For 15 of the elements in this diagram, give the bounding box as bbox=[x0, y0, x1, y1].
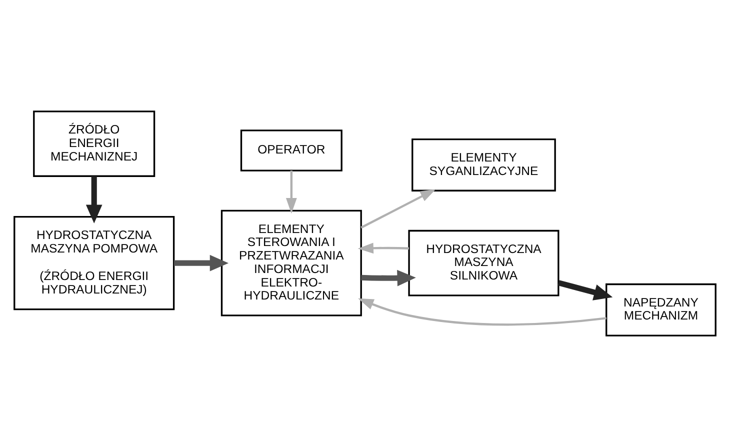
arrow bbox=[360, 189, 436, 229]
arrow bbox=[285, 170, 296, 214]
node-box: ELEMENTY SYGANLIZACYJNE bbox=[411, 138, 556, 192]
node-box: ŹRÓDŁO ENERGII MECHANIZNEJ bbox=[32, 110, 155, 177]
arrow bbox=[85, 176, 102, 224]
node-box: ELEMENTY STEROWANIA I PRZETWRAZANIA INFORMACJI ELEKTRO- HYDRAULICZNE bbox=[220, 210, 362, 316]
arrow bbox=[174, 254, 228, 272]
node-box: OPERATOR bbox=[240, 130, 342, 172]
node-box: NAPĘDZANY MECHANIZM bbox=[605, 283, 716, 336]
node-box: HYDROSTATYCZNA MASZYNA POMPOWA (ŹRÓDŁO ENERGII HYDRAULICZNEJ) bbox=[13, 216, 174, 310]
arrow bbox=[360, 270, 416, 286]
arrow bbox=[557, 280, 612, 300]
arrow bbox=[357, 242, 408, 254]
node-box: HYDROSTATYCZNA MASZYNA SILNIKOWA bbox=[408, 230, 559, 296]
arrow bbox=[358, 298, 606, 326]
